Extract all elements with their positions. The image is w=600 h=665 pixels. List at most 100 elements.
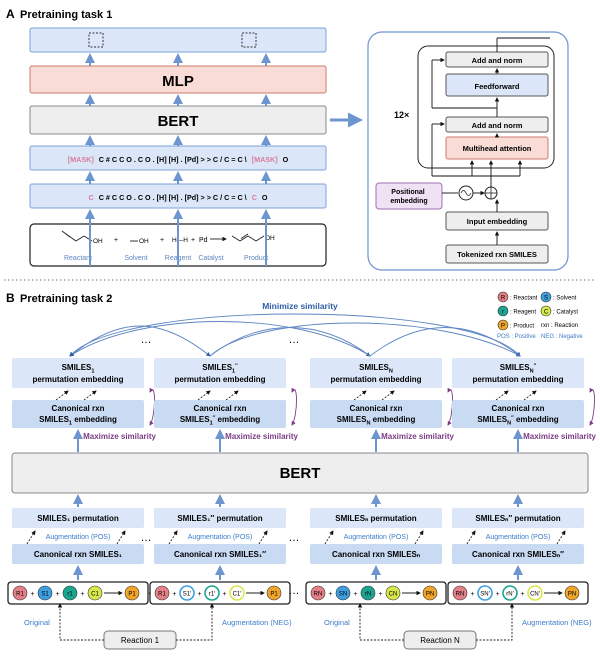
permutation-embedding-subtitle: permutation embedding [32,375,123,384]
augmentation-arrow [116,530,126,545]
canonical-embedding-line-2: SMILESN embedding [337,415,416,427]
maximize-label: Maximize similarity [83,432,156,441]
chain-node [422,585,438,601]
repeat-label: 12× [394,110,409,120]
permutation-embedding-title: SMILES1′′ [202,363,238,375]
chain-node [452,585,468,601]
embedding-arrow [55,390,69,401]
hydrogen: H—H [172,237,188,244]
chain-node [124,585,140,601]
catalyst-legend-dot [540,305,552,317]
full-seq-end: O [262,193,268,202]
augmentation-pos-label: Augmentation (POS) [188,534,253,541]
ellipsis: … [289,532,300,544]
product-legend-label: : Product [510,324,534,330]
chain-plus: + [353,591,357,598]
bert-label-b: BERT [280,465,321,482]
mask-token-1: [MASK] [68,155,94,164]
minimize-arcs [69,313,521,357]
panel-a-arrows [85,53,271,266]
canonical-embedding-line-1: Canonical rxn [194,404,247,413]
ellipsis: … [141,334,152,346]
masked-seq-middle: C # C C O . C O . [H] [H] . [Pd] > > C /… [99,155,247,164]
embedding-arrow [225,390,239,401]
embedding-arrow [83,390,97,401]
reaction-scheme [61,230,265,242]
chain-node-label: SN [339,592,347,598]
role-label-catalyst: Catalyst [198,255,223,262]
permutation-embedding-subtitle: permutation embedding [472,375,563,384]
chain-node-label: P1 [128,592,136,598]
chain-node-label: RN [456,592,465,598]
chain-node [179,585,195,601]
chain-node [310,585,326,601]
positional-embedding-box [375,182,443,210]
reagent-legend-label: : Reagent [510,310,536,316]
chain-node-label: RN [314,592,323,598]
augmentation-pos-label: Augmentation (POS) [46,534,111,541]
permutation-label: SMILES₁ permutation [37,514,119,523]
reactant-legend-glyph: R [501,296,506,302]
permutation-label: SMILES₁′′ permutation [177,514,262,523]
maximize-label: Maximize similarity [381,432,454,441]
solvent-legend-dot [540,291,552,303]
product-legend-glyph: P [501,324,505,330]
role-label-product: Product [244,255,268,262]
canonical-embedding-line-1: Canonical rxn [492,404,545,413]
chain-plus: + [328,591,332,598]
permutation-embedding-box [154,358,286,388]
augmentation-neg-label-2: Augmentation (NEG) [522,618,592,627]
chain-node-label: r1′ [209,592,216,598]
permutation-label: SMILESₙ′′ permutation [475,514,560,523]
panel-b-title: Pretraining task 2 [20,293,112,305]
canonical-label: Canonical rxn SMILESₙ [332,550,420,559]
augmentation-arrow [258,530,268,545]
permutation-box [154,508,286,528]
masked-sequence: [MASK] C # C C O . C O . [H] [H] . [Pd] … [68,155,289,164]
canonical-label: Canonical rxn SMILESₙ′′ [472,550,564,559]
ellipsis: … [289,334,300,346]
chain-plus: + [80,591,84,598]
chain-node [360,585,376,601]
embedding-arrow [353,390,367,401]
feedforward-label: Feedforward [474,82,519,91]
chain-node [266,585,282,601]
chain-node-label: R1 [158,592,166,598]
permutation-embedding-box [310,358,442,388]
plus-2: + [160,237,164,244]
canonical-embedding-line-1: Canonical rxn [350,404,403,413]
reaction-chain-2: R1+S1′+r1′+C1′P1 [149,581,291,605]
canonical-embedding-box [12,400,144,428]
maximize-arrow [589,387,595,426]
original-label-1: Original [24,618,50,627]
augmentation-pos-label: Augmentation (POS) [486,534,551,541]
embedding-arrow [381,390,395,401]
canonical-label: Canonical rxn SMILES₁′′ [174,550,266,559]
canonical-box [310,544,442,564]
mask-token-2: [MASK] [252,155,278,164]
minimize-label: Minimize similarity [262,301,338,311]
chain-node [62,585,78,601]
chain-node [204,585,220,601]
canonical-box [452,544,584,564]
chain-node-label: R1 [16,592,24,598]
augmentation-arrow [168,530,178,545]
reaction-source-arrows [57,603,515,641]
mlp-label: MLP [162,73,194,90]
maximize-label: Maximize similarity [523,432,596,441]
add-norm-bottom-label: Add and norm [472,121,523,130]
chain-node-label: C1 [91,592,99,598]
canonical-label: Canonical rxn SMILES₁ [34,550,123,559]
chain-plus: + [222,591,226,598]
full-seq-c: C [252,193,257,202]
chain-node-label: SN′ [480,592,490,598]
permutation-box [310,508,442,528]
chain-node-label: r1 [67,592,73,598]
augmentation-neg-label-1: Augmentation (NEG) [222,618,292,627]
transformer-connections [431,37,550,245]
chain-node-label: PN [568,592,576,598]
chain-node [37,585,53,601]
predicted-token-2 [241,32,257,48]
